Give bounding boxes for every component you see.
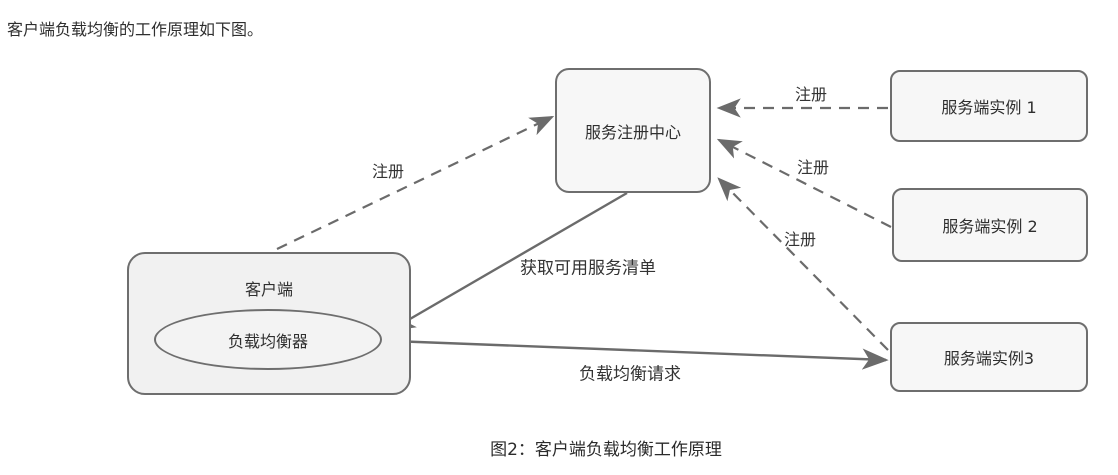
intro-text: 客户端负载均衡的工作原理如下图。 xyxy=(7,20,264,39)
client-node-label: 客户端 xyxy=(244,280,293,299)
server-instance-3-node: 服务端实例3 xyxy=(890,322,1088,392)
edge-label-load-balance-request: 负载均衡请求 xyxy=(579,364,681,385)
registry-node-label: 服务注册中心 xyxy=(584,122,681,142)
load-balancer-ellipse: 负载均衡器 xyxy=(154,309,382,370)
server-instance-3-label: 服务端实例3 xyxy=(943,349,1035,368)
edge-label-fetch-service-list: 获取可用服务清单 xyxy=(520,258,656,279)
registry-node: 服务注册中心 xyxy=(555,68,711,193)
figure-caption: 图2：客户端负载均衡工作原理 xyxy=(490,440,722,460)
edge-label-register-client: 注册 xyxy=(371,162,405,181)
edge-server2-register-registry xyxy=(716,138,892,228)
edge-label-register-server2: 注册 xyxy=(796,158,830,177)
edge-client-register-registry xyxy=(276,115,555,250)
server-instance-1-label: 服务端实例 1 xyxy=(941,98,1037,117)
edge-registry-fetch-loadbalancer xyxy=(388,191,628,332)
edge-label-register-server3: 注册 xyxy=(783,230,817,249)
edge-loadbalancer-request-server3 xyxy=(391,339,889,370)
server-instance-2-label: 服务端实例 2 xyxy=(942,217,1038,236)
server-instance-1-node: 服务端实例 1 xyxy=(890,70,1088,142)
load-balancer-label: 负载均衡器 xyxy=(227,331,308,351)
edge-server3-register-registry xyxy=(717,177,889,351)
edge-label-register-server1: 注册 xyxy=(794,85,828,104)
server-instance-2-node: 服务端实例 2 xyxy=(892,188,1088,262)
